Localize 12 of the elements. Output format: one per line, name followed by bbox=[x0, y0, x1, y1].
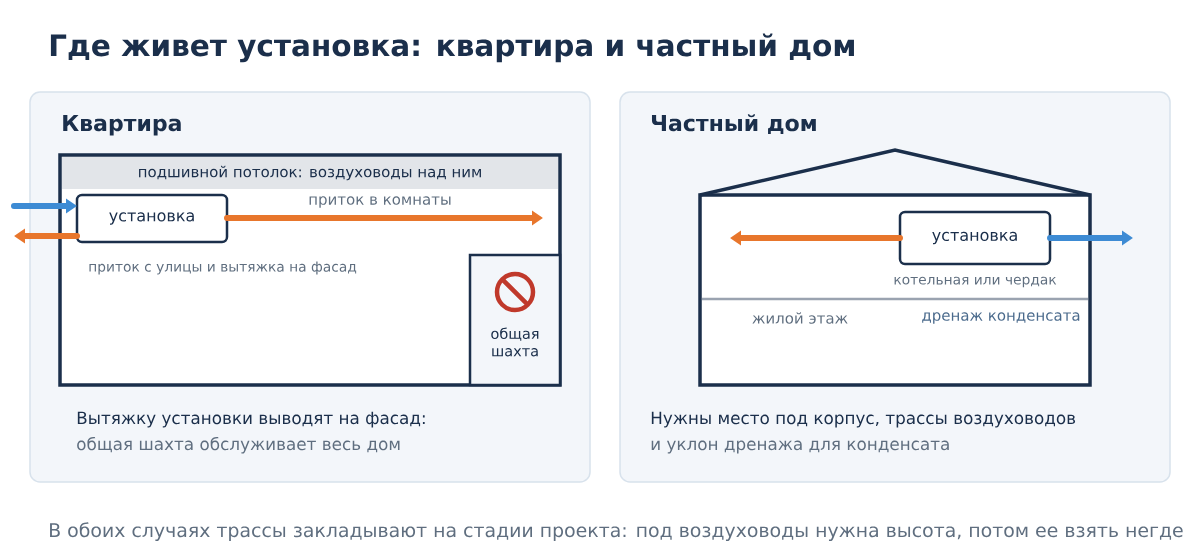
shaft-box: общая шахта bbox=[468, 253, 562, 387]
ceiling-band: подшивной потолок: воздуховоды над ним bbox=[62, 157, 558, 189]
unit-box: установка bbox=[75, 193, 229, 244]
panel-heading: Квартира bbox=[63, 114, 181, 136]
note-text: приток с улицы и вытяжка на фасад bbox=[89, 261, 357, 275]
panel-note: и уклон дренажа для конденсата bbox=[651, 440, 949, 454]
panel-note: Вытяжку установки выводят на фасад: bbox=[77, 411, 425, 428]
caption: В обоих случаях трассы закладывают на стадии проекта: под воздуховоды нужна высота, потом ее взять негде bbox=[50, 522, 1183, 541]
title: Где живет установка: квартира и частный дом bbox=[50, 33, 854, 63]
panel-heading: Частный дом bbox=[652, 114, 816, 135]
panel-note: общая шахта обслуживает весь дом bbox=[77, 436, 400, 454]
panel-note: Нужны место под корпус, трассы воздуховодов bbox=[651, 411, 1076, 428]
